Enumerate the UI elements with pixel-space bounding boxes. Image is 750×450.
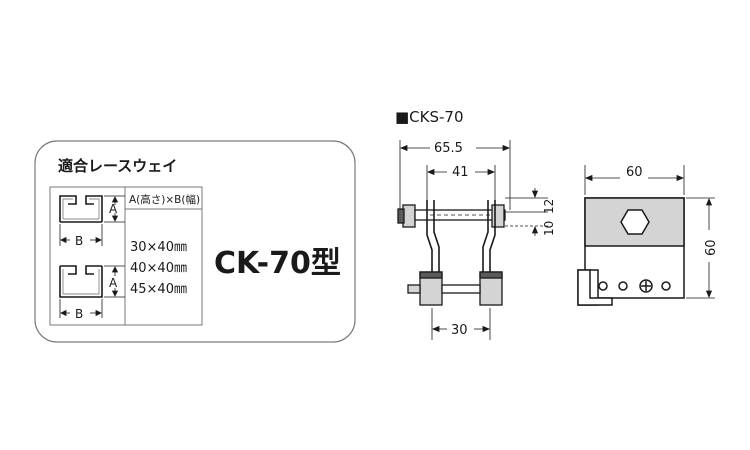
size-row-2: 40×40㎜ <box>130 261 187 276</box>
dim-b-upper <box>59 224 103 246</box>
dim-b-lower-label: B <box>75 307 83 321</box>
dim-side-height-label: 60 <box>704 239 719 256</box>
dim-b-upper-label: B <box>75 234 83 248</box>
dim-lower-width-label: 30 <box>451 323 468 338</box>
dim-a-upper-label: A <box>109 202 118 216</box>
size-row-3: 45×40㎜ <box>130 282 187 297</box>
size-table <box>49 186 203 326</box>
panel-title: 適合レースウェイ <box>58 157 177 175</box>
dim-side-width-label: 60 <box>626 165 643 180</box>
front-view-drawing: ■CKS-70 65.5 41 <box>395 108 556 340</box>
model-name: CK-70型 <box>214 246 341 281</box>
dim-right-heights <box>505 188 548 236</box>
dim-side-width <box>584 165 685 195</box>
dim-a-lower <box>104 265 125 298</box>
side-view-drawing: 60 60 <box>577 165 719 306</box>
raceway-profile-lower <box>59 265 103 298</box>
dim-height-12-label: 12 <box>542 199 556 214</box>
bolt-assembly <box>397 204 506 228</box>
clamp-blocks <box>407 271 503 306</box>
compatible-raceway-panel: 適合レースウェイ A(高さ)×B(幅) 30×40㎜ 40×40㎜ 45×40㎜ <box>34 140 356 343</box>
dim-b-lower <box>59 299 103 318</box>
dim-overall-width-label: 65.5 <box>434 141 463 156</box>
dim-height-10-label: 10 <box>542 221 556 236</box>
raceway-profile-upper <box>59 195 103 223</box>
dim-side-height <box>686 197 715 299</box>
side-body <box>577 197 685 306</box>
hanger-bracket <box>426 200 496 275</box>
dim-inner-width-label: 41 <box>452 165 469 180</box>
dim-overall-width <box>399 140 511 210</box>
dim-a-lower-label: A <box>109 276 118 290</box>
size-row-1: 30×40㎜ <box>130 240 187 255</box>
drawing-title: ■CKS-70 <box>395 108 464 126</box>
table-column-header: A(高さ)×B(幅) <box>129 193 200 206</box>
dim-lower-width <box>431 308 491 340</box>
dim-a-upper <box>104 195 125 223</box>
